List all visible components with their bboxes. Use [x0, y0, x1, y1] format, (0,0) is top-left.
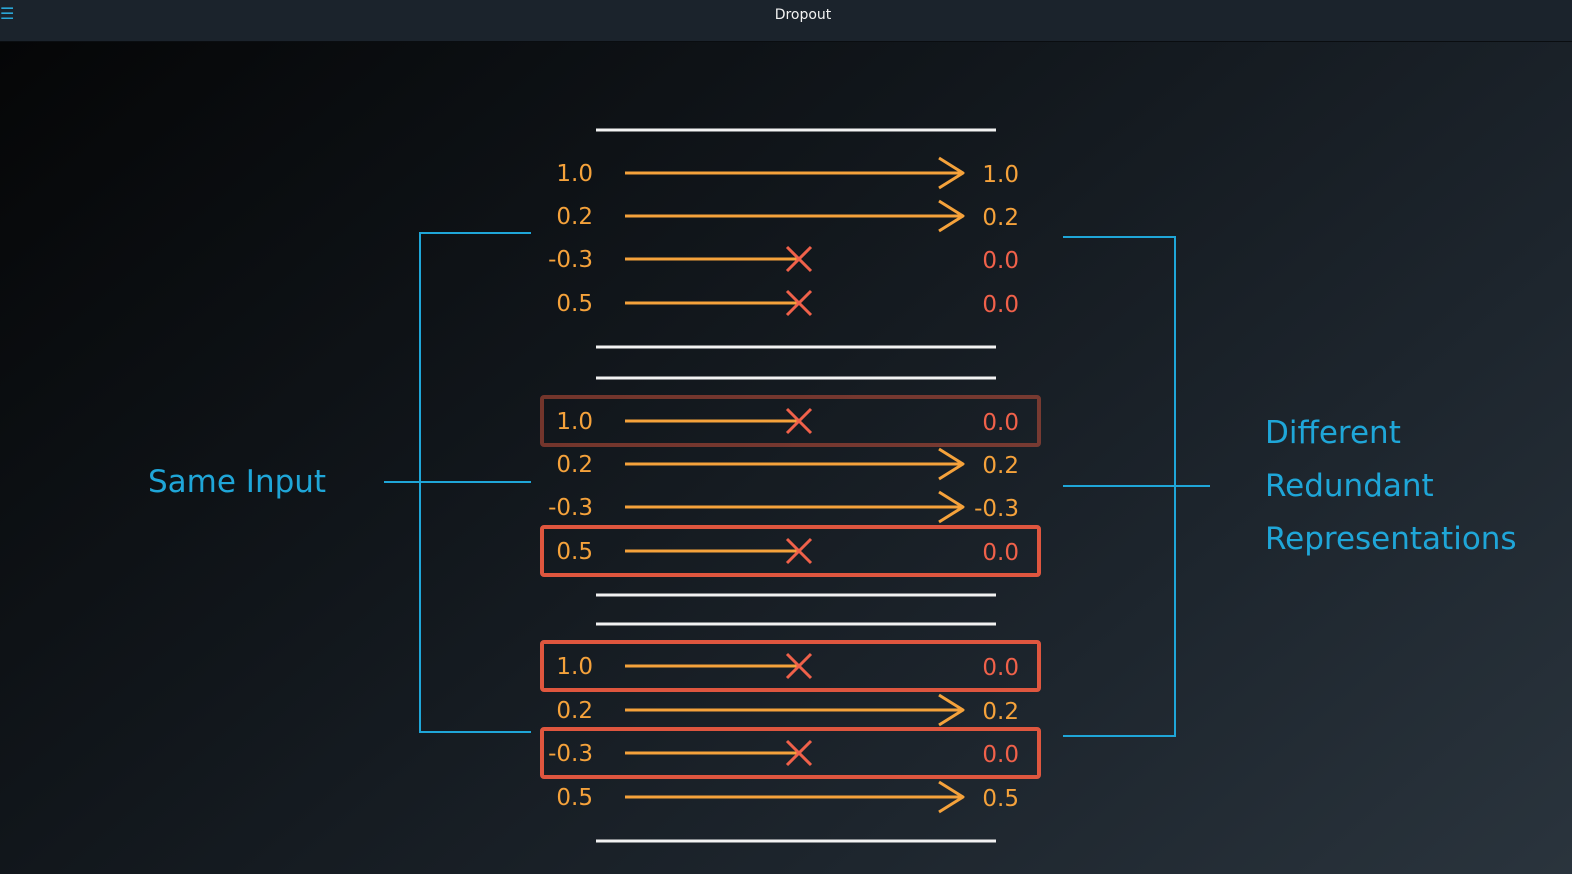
right-bracket: [1063, 236, 1210, 737]
neuron-row: -0.3 -0.3: [548, 490, 1019, 524]
title-bar: ☰ Dropout: [0, 0, 1572, 42]
dropout-group: 1.0 0.0 0.2 0.2 -0.3 -0.3 0.5 0.0: [540, 376, 1041, 597]
input-value: -0.3: [548, 741, 593, 767]
input-value: -0.3: [548, 495, 593, 521]
neuron-row: -0.3 0.0: [548, 245, 1019, 274]
input-value: 0.5: [556, 785, 593, 811]
input-value: 1.0: [556, 409, 593, 435]
dropped-x-icon: [785, 407, 813, 435]
neuron-row: 0.5 0.5: [556, 780, 1019, 814]
output-value: 0.0: [982, 742, 1019, 768]
same-input-label: Same Input: [148, 464, 326, 500]
neuron-row: -0.3 0.0: [540, 727, 1041, 779]
neuron-row: 0.2 0.2: [556, 693, 1019, 727]
arrow-head-icon: [938, 780, 965, 814]
arrow-head-icon: [938, 447, 965, 481]
input-value: 1.0: [556, 654, 593, 680]
output-value: 0.2: [982, 699, 1019, 725]
output-value: -0.3: [974, 496, 1019, 522]
input-value: -0.3: [548, 247, 593, 273]
dropped-x-icon: [785, 537, 813, 565]
slide-canvas: [0, 42, 1572, 874]
arrow-head-icon: [938, 199, 965, 233]
dropped-x-icon: [785, 245, 813, 273]
dropped-x-icon: [785, 739, 813, 767]
arrow-head-icon: [938, 490, 965, 524]
dropped-unit-highlight-box: [540, 640, 1041, 692]
output-value: 0.2: [982, 453, 1019, 479]
input-value: 0.5: [556, 291, 593, 317]
dropped-unit-highlight-box: [540, 395, 1041, 447]
output-value: 0.2: [982, 205, 1019, 231]
left-bracket: [384, 232, 531, 733]
neuron-row: 0.2 0.2: [556, 199, 1019, 233]
output-value: 0.0: [982, 540, 1019, 566]
arrow-head-icon: [938, 693, 965, 727]
output-value: 1.0: [982, 162, 1019, 188]
neuron-row: 1.0 0.0: [540, 640, 1041, 692]
dropped-unit-highlight-box: [540, 727, 1041, 779]
output-value: 0.5: [982, 786, 1019, 812]
neuron-row: 1.0 0.0: [540, 395, 1041, 447]
output-value: 0.0: [982, 410, 1019, 436]
neuron-row: 0.5 0.0: [540, 525, 1041, 577]
output-value: 0.0: [982, 248, 1019, 274]
input-value: 1.0: [556, 161, 593, 187]
input-value: 0.2: [556, 204, 593, 230]
dropped-x-icon: [785, 289, 813, 317]
dropped-x-icon: [785, 652, 813, 680]
neuron-row: 0.5 0.0: [556, 289, 1019, 318]
representations-label: Representations: [1265, 521, 1517, 557]
window-title: Dropout: [774, 7, 832, 23]
input-value: 0.2: [556, 452, 593, 478]
dropout-group: 1.0 0.0 0.2 0.2 -0.3 0.0 0.5 0.5: [540, 622, 1041, 843]
redundant-label: Redundant: [1265, 468, 1434, 504]
output-value: 0.0: [982, 292, 1019, 318]
dropped-unit-highlight-box: [540, 525, 1041, 577]
neuron-row: 1.0 1.0: [556, 156, 1019, 190]
dropout-group: 1.0 1.0 0.2 0.2 -0.3 0.0 0.5 0.0: [548, 128, 1019, 349]
hamburger-menu-icon[interactable]: ☰: [0, 4, 15, 23]
neuron-row: 0.2 0.2: [556, 447, 1019, 481]
arrow-head-icon: [938, 156, 965, 190]
input-value: 0.5: [556, 539, 593, 565]
different-label: Different: [1265, 415, 1401, 451]
output-value: 0.0: [982, 655, 1019, 681]
input-value: 0.2: [556, 698, 593, 724]
